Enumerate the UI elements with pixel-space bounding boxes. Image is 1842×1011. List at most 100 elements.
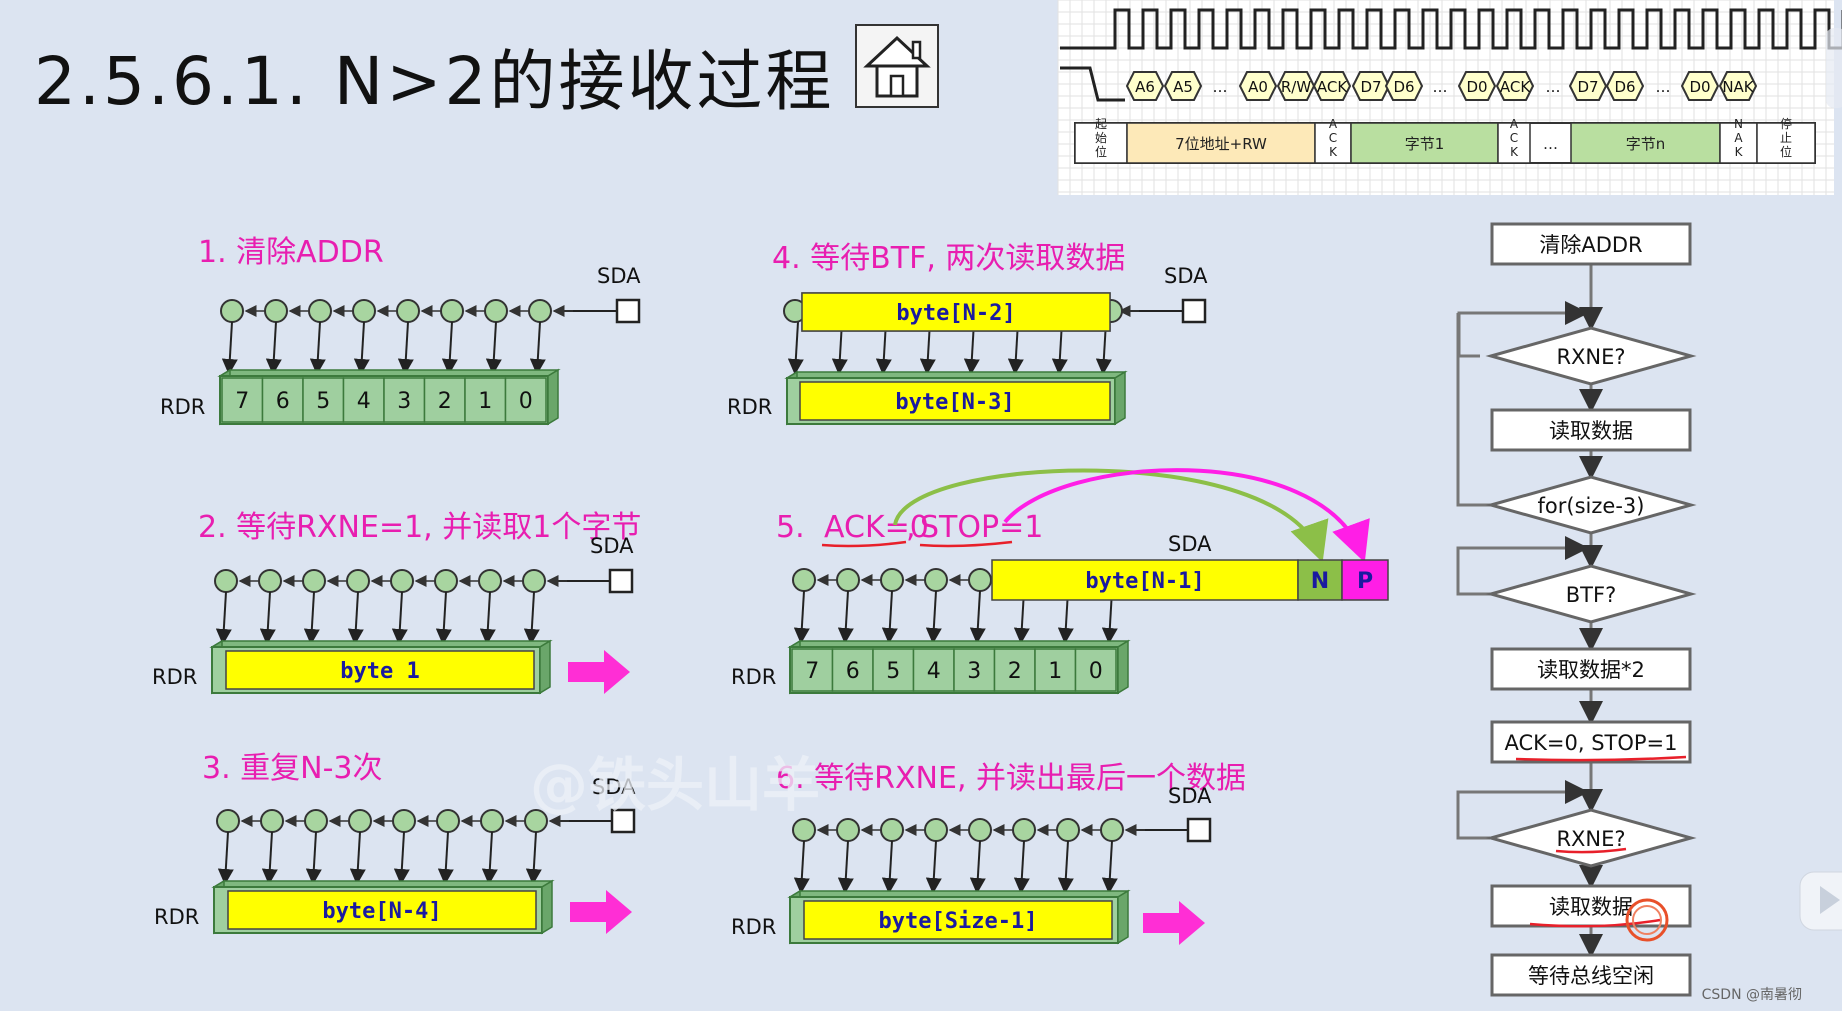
svg-text:D6: D6 xyxy=(1614,78,1635,96)
svg-text:byte 1: byte 1 xyxy=(340,659,419,684)
bit-cell xyxy=(308,299,332,323)
sda-pin xyxy=(615,298,641,324)
byte-1-box: byte 1 xyxy=(225,650,535,690)
output-arrow xyxy=(570,890,632,934)
bit-cell xyxy=(304,809,328,833)
svg-text:7: 7 xyxy=(805,659,819,684)
svg-text:位: 位 xyxy=(1780,144,1792,159)
register-bit: 1 xyxy=(1034,648,1077,692)
register-bit: 2 xyxy=(993,648,1036,692)
flowchart-node: 清除ADDR xyxy=(1490,222,1692,266)
svg-text:for(size-3): for(size-3) xyxy=(1538,494,1645,518)
step-label: 3. 重复N-3次 xyxy=(202,751,383,786)
svg-text:4: 4 xyxy=(927,659,941,684)
bit-cell xyxy=(836,568,860,592)
rdr-label: RDR xyxy=(731,665,776,689)
shift-register-chain xyxy=(216,808,636,885)
svg-text:,: , xyxy=(906,510,916,545)
timing-field: ACK xyxy=(1497,117,1531,164)
svg-text:A: A xyxy=(1734,131,1743,145)
svg-text:A: A xyxy=(1329,117,1338,131)
svg-text:0: 0 xyxy=(1089,659,1103,684)
bit-cell xyxy=(302,569,326,593)
step-label: 6. 等待RXNE, 并读出最后一个数据 xyxy=(776,761,1246,796)
house-icon xyxy=(863,35,931,98)
sda-label: SDA xyxy=(1168,784,1212,808)
bit-cell xyxy=(434,569,458,593)
timing-signal: … xyxy=(1656,78,1671,96)
svg-text:6: 6 xyxy=(276,389,290,414)
svg-text:NAK: NAK xyxy=(1722,78,1754,96)
ack-label: ACK=0 xyxy=(824,510,929,545)
svg-text:C: C xyxy=(1510,131,1518,145)
bit-cell xyxy=(390,569,414,593)
timing-signal: D0 xyxy=(1457,71,1497,101)
ack-arrow xyxy=(893,468,1329,563)
svg-text:D7: D7 xyxy=(1577,78,1598,96)
svg-text:2: 2 xyxy=(438,389,452,414)
timing-signal: D7 xyxy=(1568,71,1608,101)
rdr-label: RDR xyxy=(152,665,197,689)
output-arrow xyxy=(568,650,630,694)
svg-text:K: K xyxy=(1510,145,1519,159)
svg-text:3: 3 xyxy=(967,659,981,684)
svg-text:N: N xyxy=(1311,569,1329,594)
svg-text:byte[N-4]: byte[N-4] xyxy=(322,899,441,924)
watermark: @铁头山羊 xyxy=(530,751,821,819)
flowchart-node: for(size-3) xyxy=(1485,475,1697,535)
step-label: 5. xyxy=(776,510,805,545)
timing-signal: R/W xyxy=(1276,71,1316,101)
home-button[interactable] xyxy=(855,24,939,108)
bit-cell xyxy=(924,568,948,592)
bit-cell xyxy=(522,569,546,593)
flowchart-node: 读取数据 xyxy=(1490,884,1692,928)
svg-text:D6: D6 xyxy=(1393,78,1414,96)
svg-text:N: N xyxy=(1734,117,1743,131)
sda-label: SDA xyxy=(1168,532,1212,556)
svg-text:D7: D7 xyxy=(1360,78,1381,96)
bit-cell xyxy=(1056,818,1080,842)
timing-field: … xyxy=(1543,135,1558,153)
register-bit: 3 xyxy=(953,648,996,692)
bit-cell xyxy=(436,809,460,833)
timing-signal: D0 xyxy=(1680,71,1720,101)
shift-register-chain xyxy=(220,298,641,375)
svg-text:P: P xyxy=(1357,569,1373,594)
svg-text:止: 止 xyxy=(1780,131,1792,145)
svg-text:字节1: 字节1 xyxy=(1405,135,1445,153)
register-bit: 3 xyxy=(383,377,426,423)
svg-text:位: 位 xyxy=(1095,144,1107,159)
byte-n3-box: byte[N-3] xyxy=(799,381,1111,421)
svg-text:读取数据*2: 读取数据*2 xyxy=(1537,658,1645,682)
flowchart-node: BTF? xyxy=(1485,564,1697,624)
svg-text:1: 1 xyxy=(1048,659,1062,684)
svg-text:D0: D0 xyxy=(1466,78,1487,96)
stop-arrow xyxy=(1003,468,1370,563)
bit-cell xyxy=(484,299,508,323)
svg-text:2: 2 xyxy=(1008,659,1022,684)
svg-text:ACK: ACK xyxy=(1317,78,1348,96)
svg-text:…: … xyxy=(1543,135,1558,153)
timing-field: NAK xyxy=(1719,117,1758,164)
bit-cell xyxy=(260,809,284,833)
svg-text:5: 5 xyxy=(886,659,900,684)
timing-signal: ACK xyxy=(1312,71,1352,101)
svg-text:始: 始 xyxy=(1095,131,1107,145)
timing-signal: D7 xyxy=(1351,71,1391,101)
bit-cell xyxy=(478,569,502,593)
shift-register-chain xyxy=(792,817,1212,894)
register-bit: 0 xyxy=(504,377,547,423)
byte-n1-box: byte[N-1] xyxy=(991,559,1299,601)
timing-signal: D6 xyxy=(1605,71,1645,101)
page-title: 2.5.6.1. N>2的接收过程 xyxy=(34,43,835,120)
shift-register-chain xyxy=(214,568,634,645)
cursor-highlight xyxy=(1625,898,1669,942)
annotation-underline xyxy=(1555,847,1627,854)
rdr-label: RDR xyxy=(154,905,199,929)
register-bit: 0 xyxy=(1074,648,1117,692)
svg-text:1: 1 xyxy=(478,389,492,414)
